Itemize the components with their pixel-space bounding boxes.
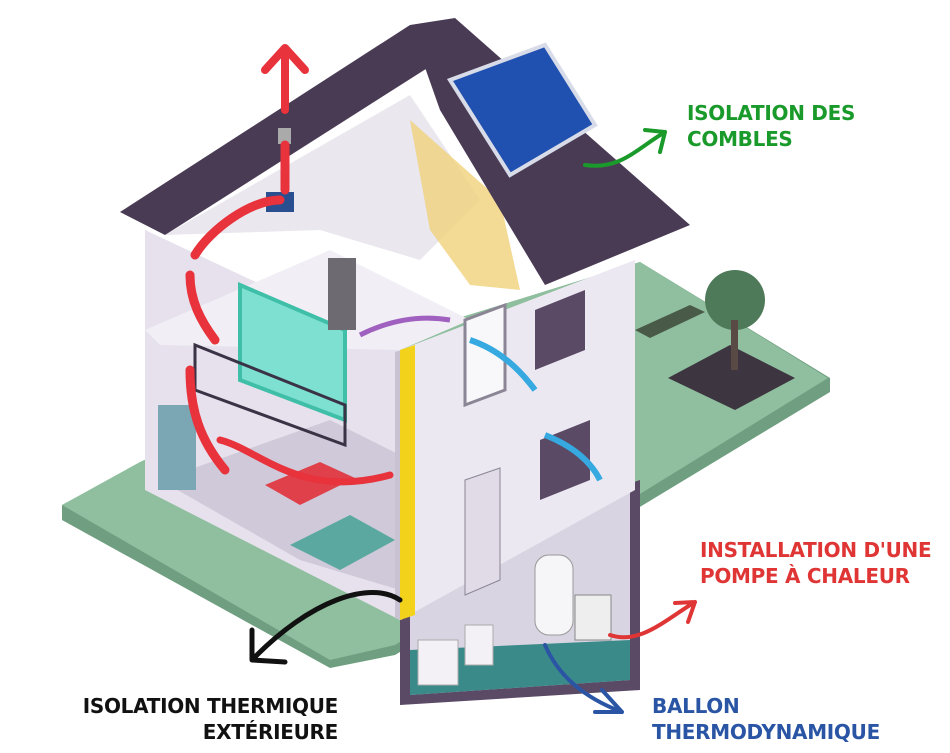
exhaust-up-arrow-icon (261, 44, 309, 114)
warm-air-flow-lower (185, 365, 230, 475)
cool-air-flow-window (469, 337, 538, 392)
washing-machine (464, 624, 494, 666)
chimney-vent (278, 128, 291, 144)
warm-air-flow-sofa (216, 436, 394, 486)
label-isolation-thermique-exterieure: ISOLATION THERMIQUE EXTÉRIEURE (82, 693, 339, 745)
fridge (158, 405, 196, 490)
window-right (535, 290, 585, 370)
tree-trunk (731, 320, 738, 370)
sofa (265, 462, 355, 505)
cool-air-flow-lower (543, 432, 603, 482)
label-line: INSTALLATION D'UNE (700, 538, 932, 562)
exterior-insulation-layer (400, 345, 415, 620)
label-line: POMPE À CHALEUR (700, 564, 910, 588)
hot-water-tank (534, 554, 574, 636)
label-ballon-thermodynamique: BALLON THERMODYNAMIQUE (652, 693, 880, 745)
warm-air-flow-upper (185, 270, 220, 345)
label-line: COMBLES (687, 127, 793, 151)
tree (705, 270, 765, 330)
ite-arrow-icon (249, 590, 403, 665)
door (464, 467, 501, 596)
warm-air-flow-attic (190, 140, 290, 260)
heat-pump-unit (574, 594, 612, 641)
solar-panel (446, 42, 598, 178)
ballon-arrow-icon (543, 643, 624, 714)
sink-cabinet (417, 639, 459, 686)
room-carpet (290, 515, 395, 570)
label-line: ISOLATION THERMIQUE (82, 694, 339, 718)
label-isolation-combles: ISOLATION DES COMBLES (687, 100, 855, 152)
cool-air-flow-upper (358, 315, 451, 338)
balcony-railing (193, 342, 347, 448)
pac-arrow-icon (608, 600, 697, 640)
label-line: THERMODYNAMIQUE (652, 720, 880, 744)
combles-arrow-icon (583, 128, 667, 168)
bookshelf (328, 258, 356, 330)
label-line: ISOLATION DES (687, 101, 856, 125)
garden-bed (668, 345, 795, 410)
label-line: EXTÉRIEURE (202, 720, 339, 744)
vegetable-patch (635, 305, 705, 338)
label-pompe-a-chaleur: INSTALLATION D'UNE POMPE À CHALEUR (700, 537, 932, 589)
roof-attic (165, 95, 480, 260)
roof-insulation (410, 120, 520, 290)
window-upper (463, 302, 507, 408)
label-line: BALLON (652, 694, 740, 718)
